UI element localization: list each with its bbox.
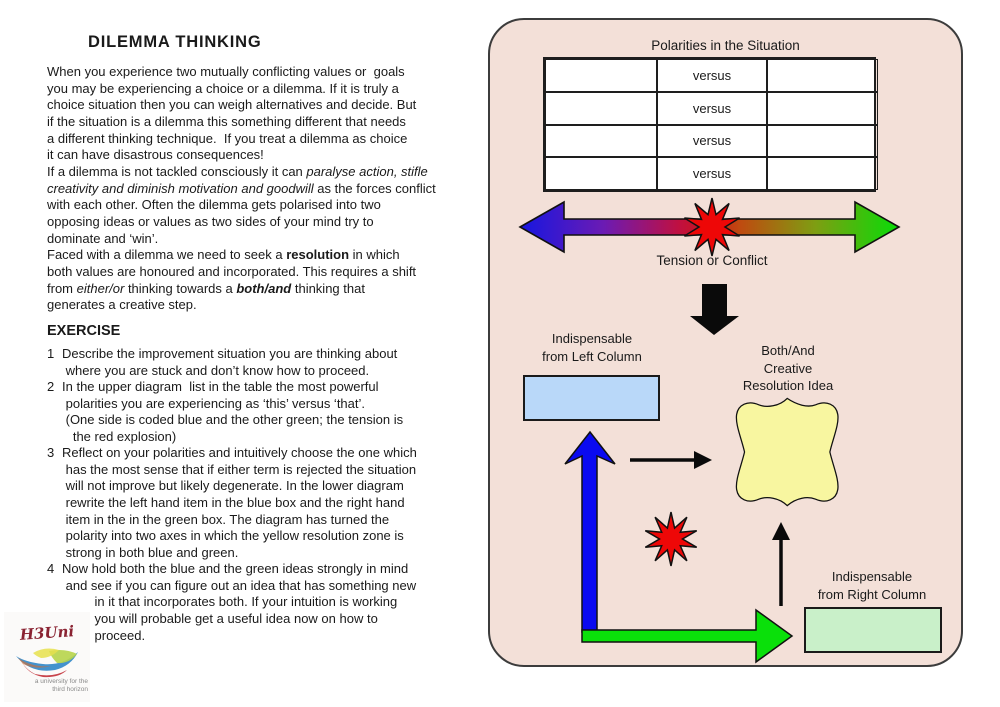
explosion-star-icon (684, 197, 740, 257)
panel-title: Polarities in the Situation (651, 38, 800, 53)
green-input-box (804, 607, 942, 653)
page-title: DILEMMA THINKING (88, 33, 262, 51)
intro-paragraph: When you experience two mutually conflic… (47, 64, 436, 313)
item-text: Describe the improvement situation you a… (62, 346, 398, 378)
item-text: Now hold both the blue and the green ide… (62, 561, 417, 643)
table-cell-versus: versus (657, 124, 767, 158)
green-axis-arrow (581, 608, 794, 664)
exercise-item-4: 4 Now hold both the blue and the green i… (47, 561, 467, 644)
arrow-to-resolution-v-head (772, 522, 790, 540)
table-cell-right (767, 91, 878, 125)
exercise-heading: EXERCISE (47, 323, 121, 339)
exercise-item-1: 1 Describe the improvement situation you… (47, 346, 467, 379)
logo-swirl-icon (16, 648, 78, 678)
polarities-table: versus versus versus versus (543, 57, 878, 192)
table-cell-right (767, 59, 878, 92)
diagram-panel: Polarities in the Situation versus versu… (488, 18, 963, 667)
exercise-item-3: 3 Reflect on your polarities and intuiti… (47, 445, 467, 562)
tagline-line2: third horizon (52, 686, 88, 693)
table-cell-left (545, 157, 657, 190)
table-cell-versus: versus (657, 59, 767, 92)
h3uni-wordmark: H3Uni (19, 622, 75, 644)
h3uni-logo: H3Uni a university for the third horizon (4, 612, 90, 702)
item-text: Reflect on your polarities and intuitive… (62, 445, 417, 560)
table-cell-left (545, 91, 657, 125)
table-cell-left (545, 59, 657, 92)
tagline-line1: a university for the (34, 678, 88, 685)
blue-input-box (523, 375, 660, 421)
arrow-to-resolution-h-head (694, 451, 712, 469)
table-cell-versus: versus (657, 91, 767, 125)
table-cell-versus: versus (657, 157, 767, 190)
explosion-star-icon (644, 511, 698, 567)
exercise-item-2: 2 In the upper diagram list in the table… (47, 379, 467, 446)
logo-tagline: a university for the third horizon (4, 678, 88, 694)
item-number: 4 (47, 561, 55, 576)
item-number: 1 (47, 346, 55, 361)
table-cell-right (767, 124, 878, 158)
item-number: 2 (47, 379, 55, 394)
item-text: In the upper diagram list in the table t… (62, 379, 404, 444)
table-cell-left (545, 124, 657, 158)
blue-axis-arrow (564, 430, 616, 633)
tension-label: Tension or Conflict (656, 253, 768, 268)
diagram-shapes (518, 197, 901, 664)
down-block-arrow (690, 284, 739, 335)
table-cell-right (767, 157, 878, 190)
item-number: 3 (47, 445, 55, 460)
resolution-zone-shape (735, 397, 839, 507)
